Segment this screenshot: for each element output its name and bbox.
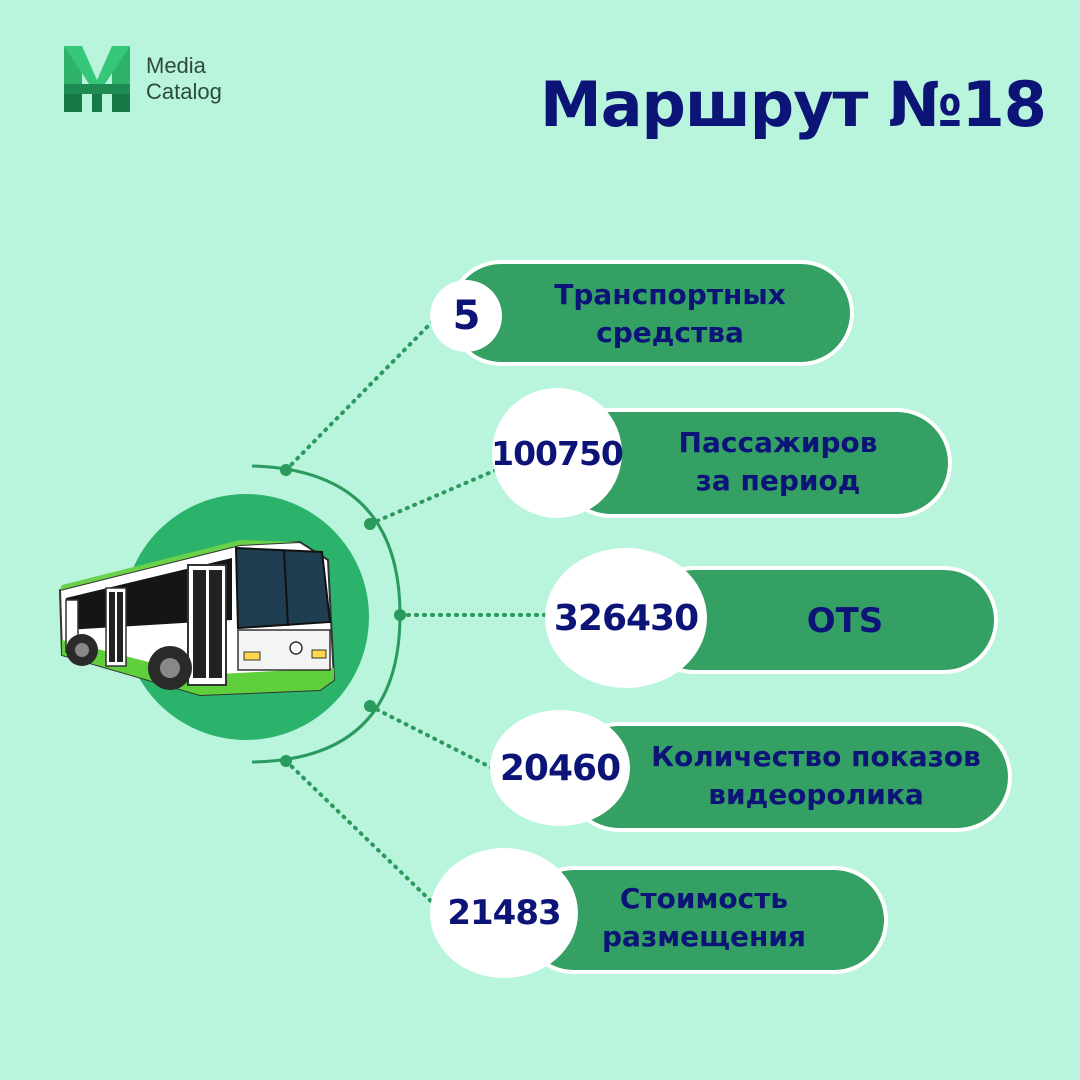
connector-line-1 (284, 316, 438, 472)
connector-dot (364, 518, 376, 530)
stat-label: Пассажиров за период (678, 426, 878, 497)
connector-dot (394, 609, 406, 621)
connector-line-5 (284, 759, 438, 908)
stat-value-circle: 326430 (545, 548, 707, 688)
stat-pill (556, 408, 952, 518)
stat-pill (564, 722, 1012, 832)
stat-label: Количество показов видеоролика (651, 740, 981, 811)
stat-value-circle: 21483 (430, 848, 578, 978)
connector-dot (280, 464, 292, 476)
bus-icon (58, 540, 336, 697)
logo-word-catalog: Catalog (146, 79, 222, 104)
connector-line-2 (368, 468, 498, 526)
logo-word-media: Media (146, 53, 206, 78)
stat-value-circle: 20460 (490, 710, 630, 826)
stat-pill (448, 260, 854, 366)
connector-dot (280, 755, 292, 767)
connector-line-4 (368, 704, 498, 772)
page-title: Маршрут №18 (540, 68, 1047, 141)
stat-label: Транспортных средства (554, 278, 786, 349)
connector-dot (364, 700, 376, 712)
stat-value-circle: 5 (430, 280, 502, 352)
stat-label: OTS (806, 601, 884, 641)
stat-value-circle: 100750 (491, 388, 624, 518)
stat-label: Стоимость размещения (602, 882, 806, 953)
media-catalog-logo: Media Catalog (64, 46, 244, 116)
m-logo-icon (64, 46, 130, 112)
